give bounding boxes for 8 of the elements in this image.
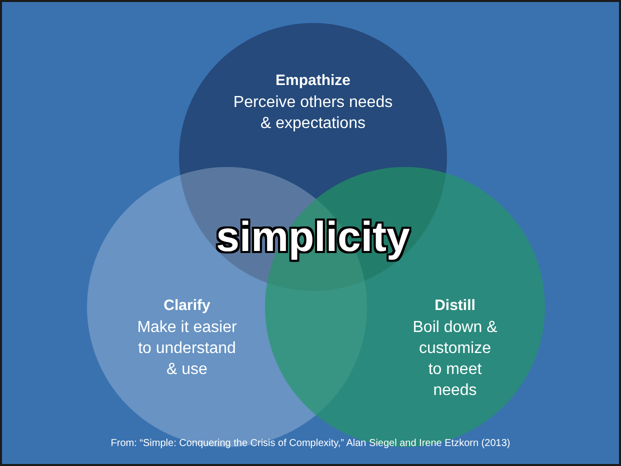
circle-heading: Distill <box>434 297 476 315</box>
circle-heading: Empathize <box>274 72 352 90</box>
circle-description: Boil down & customize to meet needs <box>412 318 498 401</box>
circle-description: Make it easier to understand & use <box>136 318 238 380</box>
circle-description: Perceive others needs & expectations <box>233 93 393 134</box>
circle-heading: Clarify <box>162 297 212 315</box>
source-caption: From: “Simple: Conquering the Crisis of Complexity,” Alan Siegel and Irene Etzkorn (2013) <box>110 438 512 449</box>
center-label: simplicity <box>215 212 411 262</box>
